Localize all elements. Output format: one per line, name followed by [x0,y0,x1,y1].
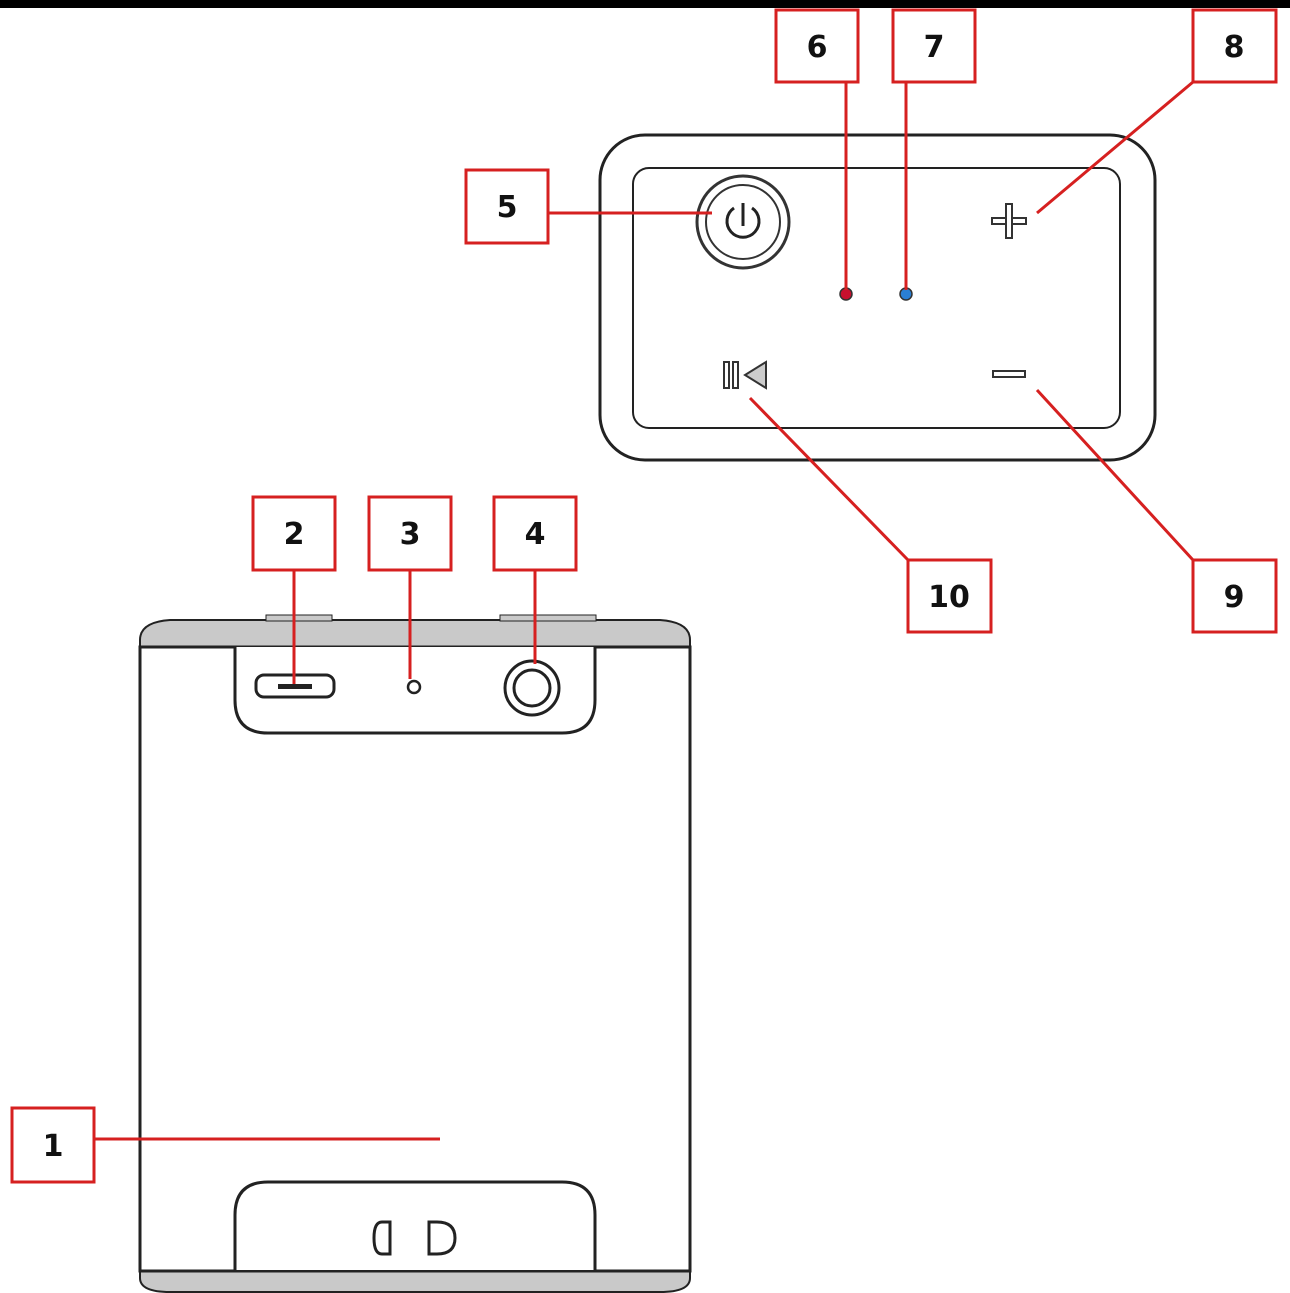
callout-box [774,8,860,84]
usb-pins [278,684,312,689]
leader-line-9 [1035,388,1195,562]
control-panel [598,133,1157,462]
callout-9: 9 [1191,558,1278,634]
power-icon [725,203,761,239]
bottom-bezel [139,1269,691,1293]
callout-4: 4 [492,495,578,572]
main-body [138,645,692,1273]
callout-label-6: 6 [807,30,828,65]
callout-label-9: 9 [1224,580,1245,615]
plus-icon [991,203,1027,239]
speaker-body [138,614,692,1293]
callout-box [10,1106,96,1184]
microphone-hole-icon [406,679,422,695]
callout-box [1191,8,1278,84]
callout-box [891,8,977,84]
bottom-feet-icon [372,1220,457,1256]
callout-label-2: 2 [284,517,305,552]
callout-label-3: 3 [400,517,421,552]
callout-1: 1 [10,1106,96,1184]
aux-jack[interactable] [503,659,561,717]
leader-line-10 [748,396,910,562]
callout-label-10: 10 [928,580,970,615]
callout-box [367,495,453,572]
bottom-recess [233,1180,597,1270]
callout-box [464,168,550,245]
callout-2: 2 [251,495,337,572]
power-button[interactable] [695,174,791,270]
callout-label-1: 1 [43,1129,64,1164]
callout-box [1191,558,1278,634]
callout-box [492,495,578,572]
callout-lines [94,80,1195,1141]
callout-label-4: 4 [525,517,546,552]
callout-label-5: 5 [497,190,518,225]
bezel-tab [265,614,333,622]
callout-8: 8 [1191,8,1278,84]
top-bezel [139,619,691,649]
leader-line-8 [1036,80,1194,215]
bezel-tab [499,614,597,622]
volume-down-button[interactable] [992,370,1026,378]
callout-label-7: 7 [924,30,945,65]
play-pause-icon [723,360,767,390]
callout-box [906,558,993,634]
minus-icon [992,370,1026,378]
top-bar [0,0,1290,8]
play-pause-button[interactable] [723,360,767,390]
aux-jack-inner [512,668,552,708]
callout-3: 3 [367,495,453,572]
callout-label-8: 8 [1224,30,1245,65]
callout-6: 6 [774,8,860,84]
callout-5: 5 [464,168,550,245]
callout-10: 10 [906,558,993,634]
volume-up-button[interactable] [991,203,1027,239]
callout-box [251,495,337,572]
callout-7: 7 [891,8,977,84]
